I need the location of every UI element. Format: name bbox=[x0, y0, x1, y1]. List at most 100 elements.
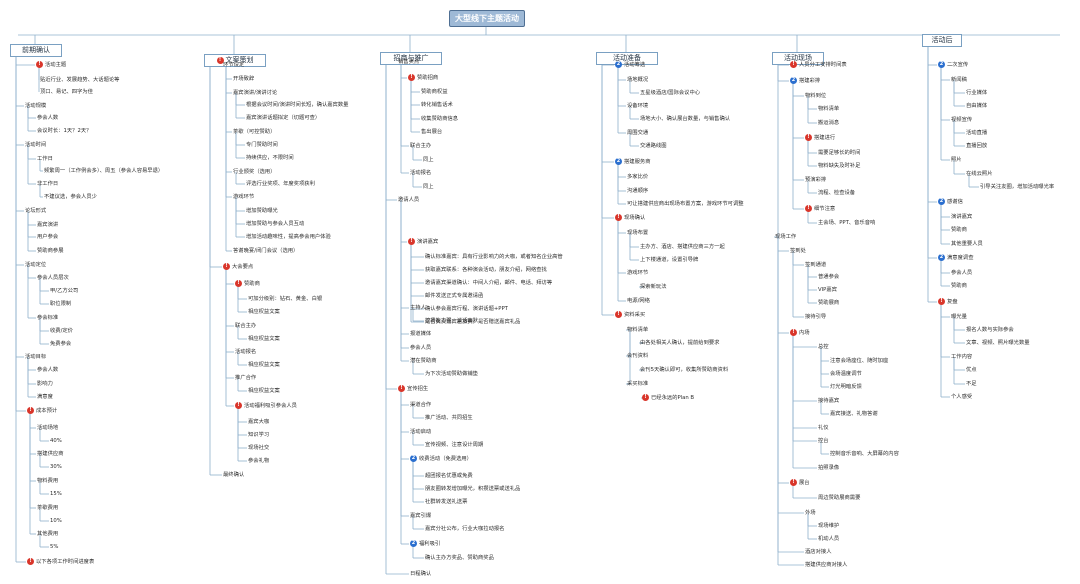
topic-node[interactable]: 拍照录像 bbox=[818, 464, 839, 472]
topic-node[interactable]: 推广活动、共同招生 bbox=[425, 414, 473, 422]
topic-node[interactable]: 照片 bbox=[951, 156, 962, 164]
topic-node[interactable]: 销售卖点 bbox=[398, 58, 419, 66]
topic-node[interactable]: 推广合作 bbox=[235, 374, 256, 382]
topic-node[interactable]: 确认标准嘉宾：具有行业影响力的大咖，或者知名企业高管 bbox=[425, 253, 563, 261]
topic-node[interactable]: 会刊5天确认即可，收集所赞助商资料 bbox=[640, 366, 728, 374]
topic-node[interactable]: 场地大小、确认展台数量，与销售确认 bbox=[640, 115, 730, 123]
topic-node[interactable]: 优点 bbox=[966, 366, 977, 374]
topic-node[interactable]: 由各处相关人确认，提前给到要求 bbox=[640, 339, 719, 347]
topic-node[interactable]: 会刊资料 bbox=[627, 352, 648, 360]
topic-node[interactable]: 参会人数 bbox=[37, 114, 58, 122]
topic-node[interactable]: 嘉宾分社公布，行业大咖拉动报名 bbox=[425, 525, 504, 533]
topic-node[interactable]: 环节设定 bbox=[223, 61, 244, 69]
topic-node[interactable]: 朋友圈转发增加曝光，积攒送票或送礼品 bbox=[425, 485, 520, 493]
topic-node[interactable]: 现场社交 bbox=[248, 444, 269, 452]
topic-node[interactable]: 增加活动趣味性，提高参会用户体验 bbox=[246, 233, 331, 241]
topic-node[interactable]: !大会要点 bbox=[223, 263, 253, 271]
topic-node[interactable]: !活动福利吸引参会人员 bbox=[235, 402, 297, 410]
topic-node[interactable]: 接待嘉宾 bbox=[818, 397, 839, 405]
topic-node[interactable]: 总控 bbox=[818, 343, 829, 351]
topic-node[interactable]: 活动报名 bbox=[235, 348, 256, 356]
topic-node[interactable]: 同上 bbox=[423, 156, 434, 164]
topic-node[interactable]: 现场维护 bbox=[818, 522, 839, 530]
topic-node[interactable]: 周围交通 bbox=[627, 129, 648, 137]
topic-node[interactable]: 社群转发送礼送票 bbox=[425, 498, 467, 506]
topic-node[interactable]: 周边赞助展商需要 bbox=[818, 494, 860, 502]
topic-node[interactable]: 售出展台 bbox=[421, 128, 442, 136]
branch-0[interactable]: 前期确认 bbox=[10, 44, 62, 57]
topic-node[interactable]: 联合主办 bbox=[235, 322, 256, 330]
topic-node[interactable]: 行业媒体 bbox=[966, 89, 987, 97]
topic-node[interactable]: 直播回放 bbox=[966, 142, 987, 150]
topic-node[interactable]: 活动规模 bbox=[25, 102, 46, 110]
topic-node[interactable]: 40% bbox=[50, 437, 62, 445]
topic-node[interactable]: !搭建进行 bbox=[805, 134, 835, 142]
topic-node[interactable]: 不建议选，参会人员少 bbox=[44, 193, 97, 201]
topic-node[interactable]: 采买标准 bbox=[627, 380, 648, 388]
topic-node[interactable]: 工作日 bbox=[37, 155, 53, 163]
topic-node[interactable]: 论坛形式 bbox=[25, 207, 46, 215]
topic-node[interactable]: 参会人员 bbox=[951, 269, 972, 277]
topic-node[interactable]: 相应权益文案 bbox=[248, 308, 280, 316]
topic-node[interactable]: !资料采买 bbox=[615, 311, 645, 319]
topic-node[interactable]: 获取嘉宾联系：各种演会活动，朋友介绍，网络查找 bbox=[425, 266, 547, 274]
topic-node[interactable]: 参会标准 bbox=[37, 314, 58, 322]
topic-node[interactable]: 主办方、酒店、搭建供应商三方一起 bbox=[640, 243, 725, 251]
topic-node[interactable]: 视频宣传 bbox=[951, 116, 972, 124]
topic-node[interactable]: 游戏环节 bbox=[627, 269, 648, 277]
topic-node[interactable]: 预演彩排 bbox=[805, 176, 826, 184]
topic-node[interactable]: 10% bbox=[50, 517, 62, 525]
topic-node[interactable]: 其他重要人员 bbox=[951, 240, 983, 248]
topic-node[interactable]: 活动直播 bbox=[966, 129, 987, 137]
topic-node[interactable]: 确认参会嘉宾行程、演讲话题+PPT bbox=[425, 305, 508, 313]
topic-node[interactable]: 注意会场座位、随时加座 bbox=[830, 357, 888, 365]
topic-node[interactable]: 普通参会 bbox=[818, 273, 839, 281]
topic-node[interactable]: 流程、检查设备 bbox=[818, 189, 855, 197]
topic-node[interactable]: 嘉宾演讲/演讲讨论 bbox=[233, 89, 277, 97]
topic-node[interactable]: !现场确认 bbox=[615, 214, 645, 222]
topic-node[interactable]: 上下楼通道，设置引导牌 bbox=[640, 256, 698, 264]
topic-node[interactable]: 收费/定价 bbox=[50, 327, 73, 335]
topic-node[interactable]: 15% bbox=[50, 490, 62, 498]
topic-node[interactable]: 主持人 bbox=[410, 304, 426, 312]
topic-node[interactable]: 日程确认 bbox=[410, 570, 431, 578]
topic-node[interactable]: 茶歇（可控赞助） bbox=[233, 128, 275, 136]
branch-2[interactable]: 招商与推广 bbox=[380, 52, 442, 65]
topic-node[interactable]: 职位限制 bbox=[50, 300, 71, 308]
topic-node[interactable]: 茶歇费用 bbox=[37, 504, 58, 512]
topic-node[interactable]: !宣传招生 bbox=[398, 385, 428, 393]
topic-node[interactable]: 渠道合作 bbox=[410, 401, 431, 409]
topic-node[interactable]: 演讲嘉宾 bbox=[951, 213, 972, 221]
topic-node[interactable]: 交通路线图 bbox=[640, 142, 667, 150]
topic-node[interactable]: 赞助展商 bbox=[818, 299, 839, 307]
topic-node[interactable]: !人员分工安排时间表 bbox=[790, 61, 847, 69]
topic-node[interactable]: 满意度 bbox=[37, 393, 53, 401]
topic-node[interactable]: 相应权益文案 bbox=[248, 361, 280, 369]
topic-node[interactable]: 是否负责嘉宾差旅费，是否赠送嘉宾礼品 bbox=[425, 318, 520, 326]
topic-node[interactable]: 联合主办 bbox=[410, 142, 431, 150]
topic-node[interactable]: 增加赞助与参会人员互动 bbox=[246, 220, 304, 228]
topic-node[interactable]: 相应权益文案 bbox=[248, 335, 280, 343]
branch-5[interactable]: 活动后 bbox=[922, 34, 962, 47]
topic-node[interactable]: 5% bbox=[50, 543, 58, 551]
topic-node[interactable]: 潜在赞助商 bbox=[410, 357, 437, 365]
topic-node[interactable]: 物料清单 bbox=[627, 326, 648, 334]
topic-node[interactable]: 工作内容 bbox=[951, 353, 972, 361]
topic-node[interactable]: !赞助招商 bbox=[408, 74, 438, 82]
topic-node[interactable]: 自由媒体 bbox=[966, 102, 987, 110]
topic-node[interactable]: 专门赞助时间 bbox=[246, 141, 278, 149]
topic-node[interactable]: 赞助商 bbox=[951, 282, 967, 290]
branch-1[interactable]: !文案策划 bbox=[204, 54, 266, 67]
topic-node[interactable]: 曝光量 bbox=[951, 313, 967, 321]
topic-node[interactable]: 30% bbox=[50, 463, 62, 471]
topic-node[interactable]: 报道媒体 bbox=[410, 330, 431, 338]
topic-node[interactable]: 行业颁奖（选用） bbox=[233, 168, 275, 176]
topic-node[interactable]: 嘉宾演讲 bbox=[37, 221, 58, 229]
topic-node[interactable]: 文章、视频、照片曝光数量 bbox=[966, 339, 1030, 347]
topic-node[interactable]: 活动报名 bbox=[410, 169, 431, 177]
